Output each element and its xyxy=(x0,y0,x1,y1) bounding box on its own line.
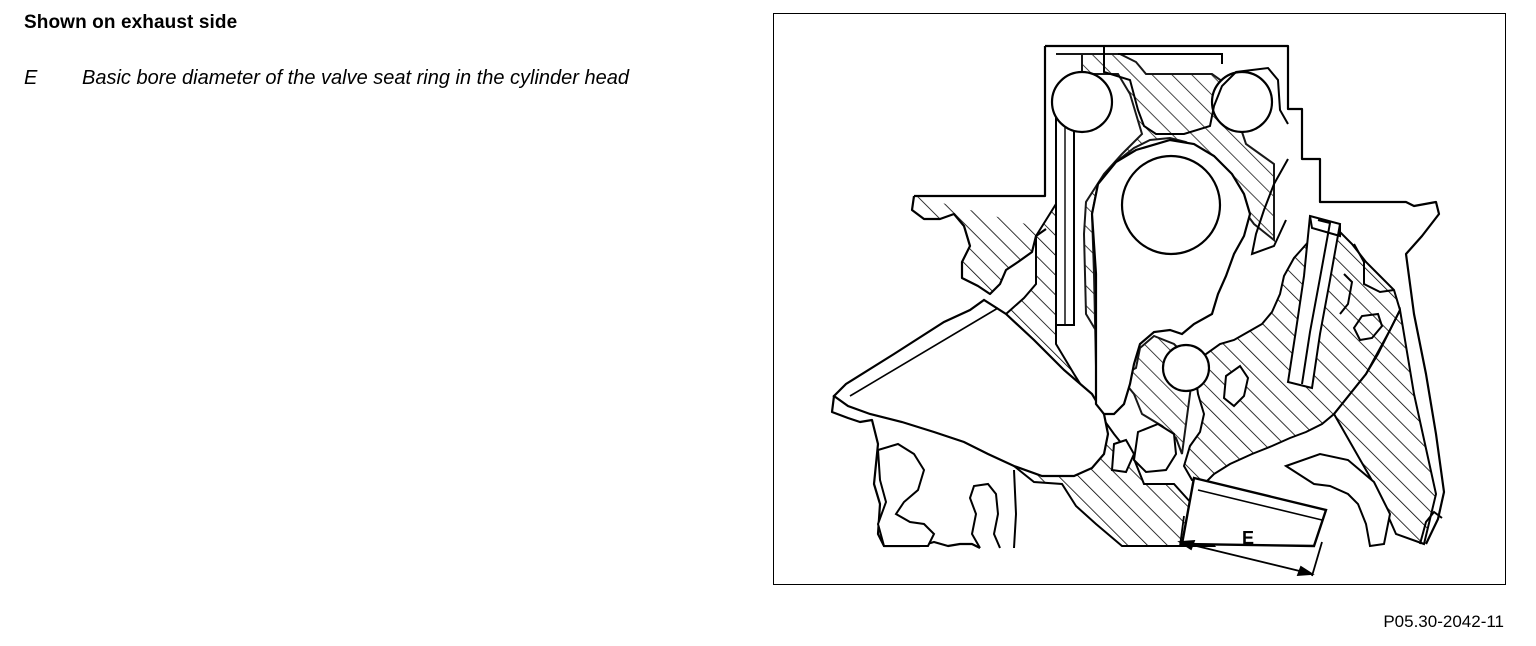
section-heading: Shown on exhaust side xyxy=(24,12,238,33)
dimension-label-e: E xyxy=(1242,528,1254,548)
legend-key: E xyxy=(24,67,38,89)
legend-description: Basic bore diameter of the valve seat ri… xyxy=(82,67,629,89)
cylinder-head-illustration: E xyxy=(773,13,1506,585)
cylinder-head-drawing: E xyxy=(830,44,1446,577)
figure-code: P05.30-2042-11 xyxy=(1383,612,1504,631)
